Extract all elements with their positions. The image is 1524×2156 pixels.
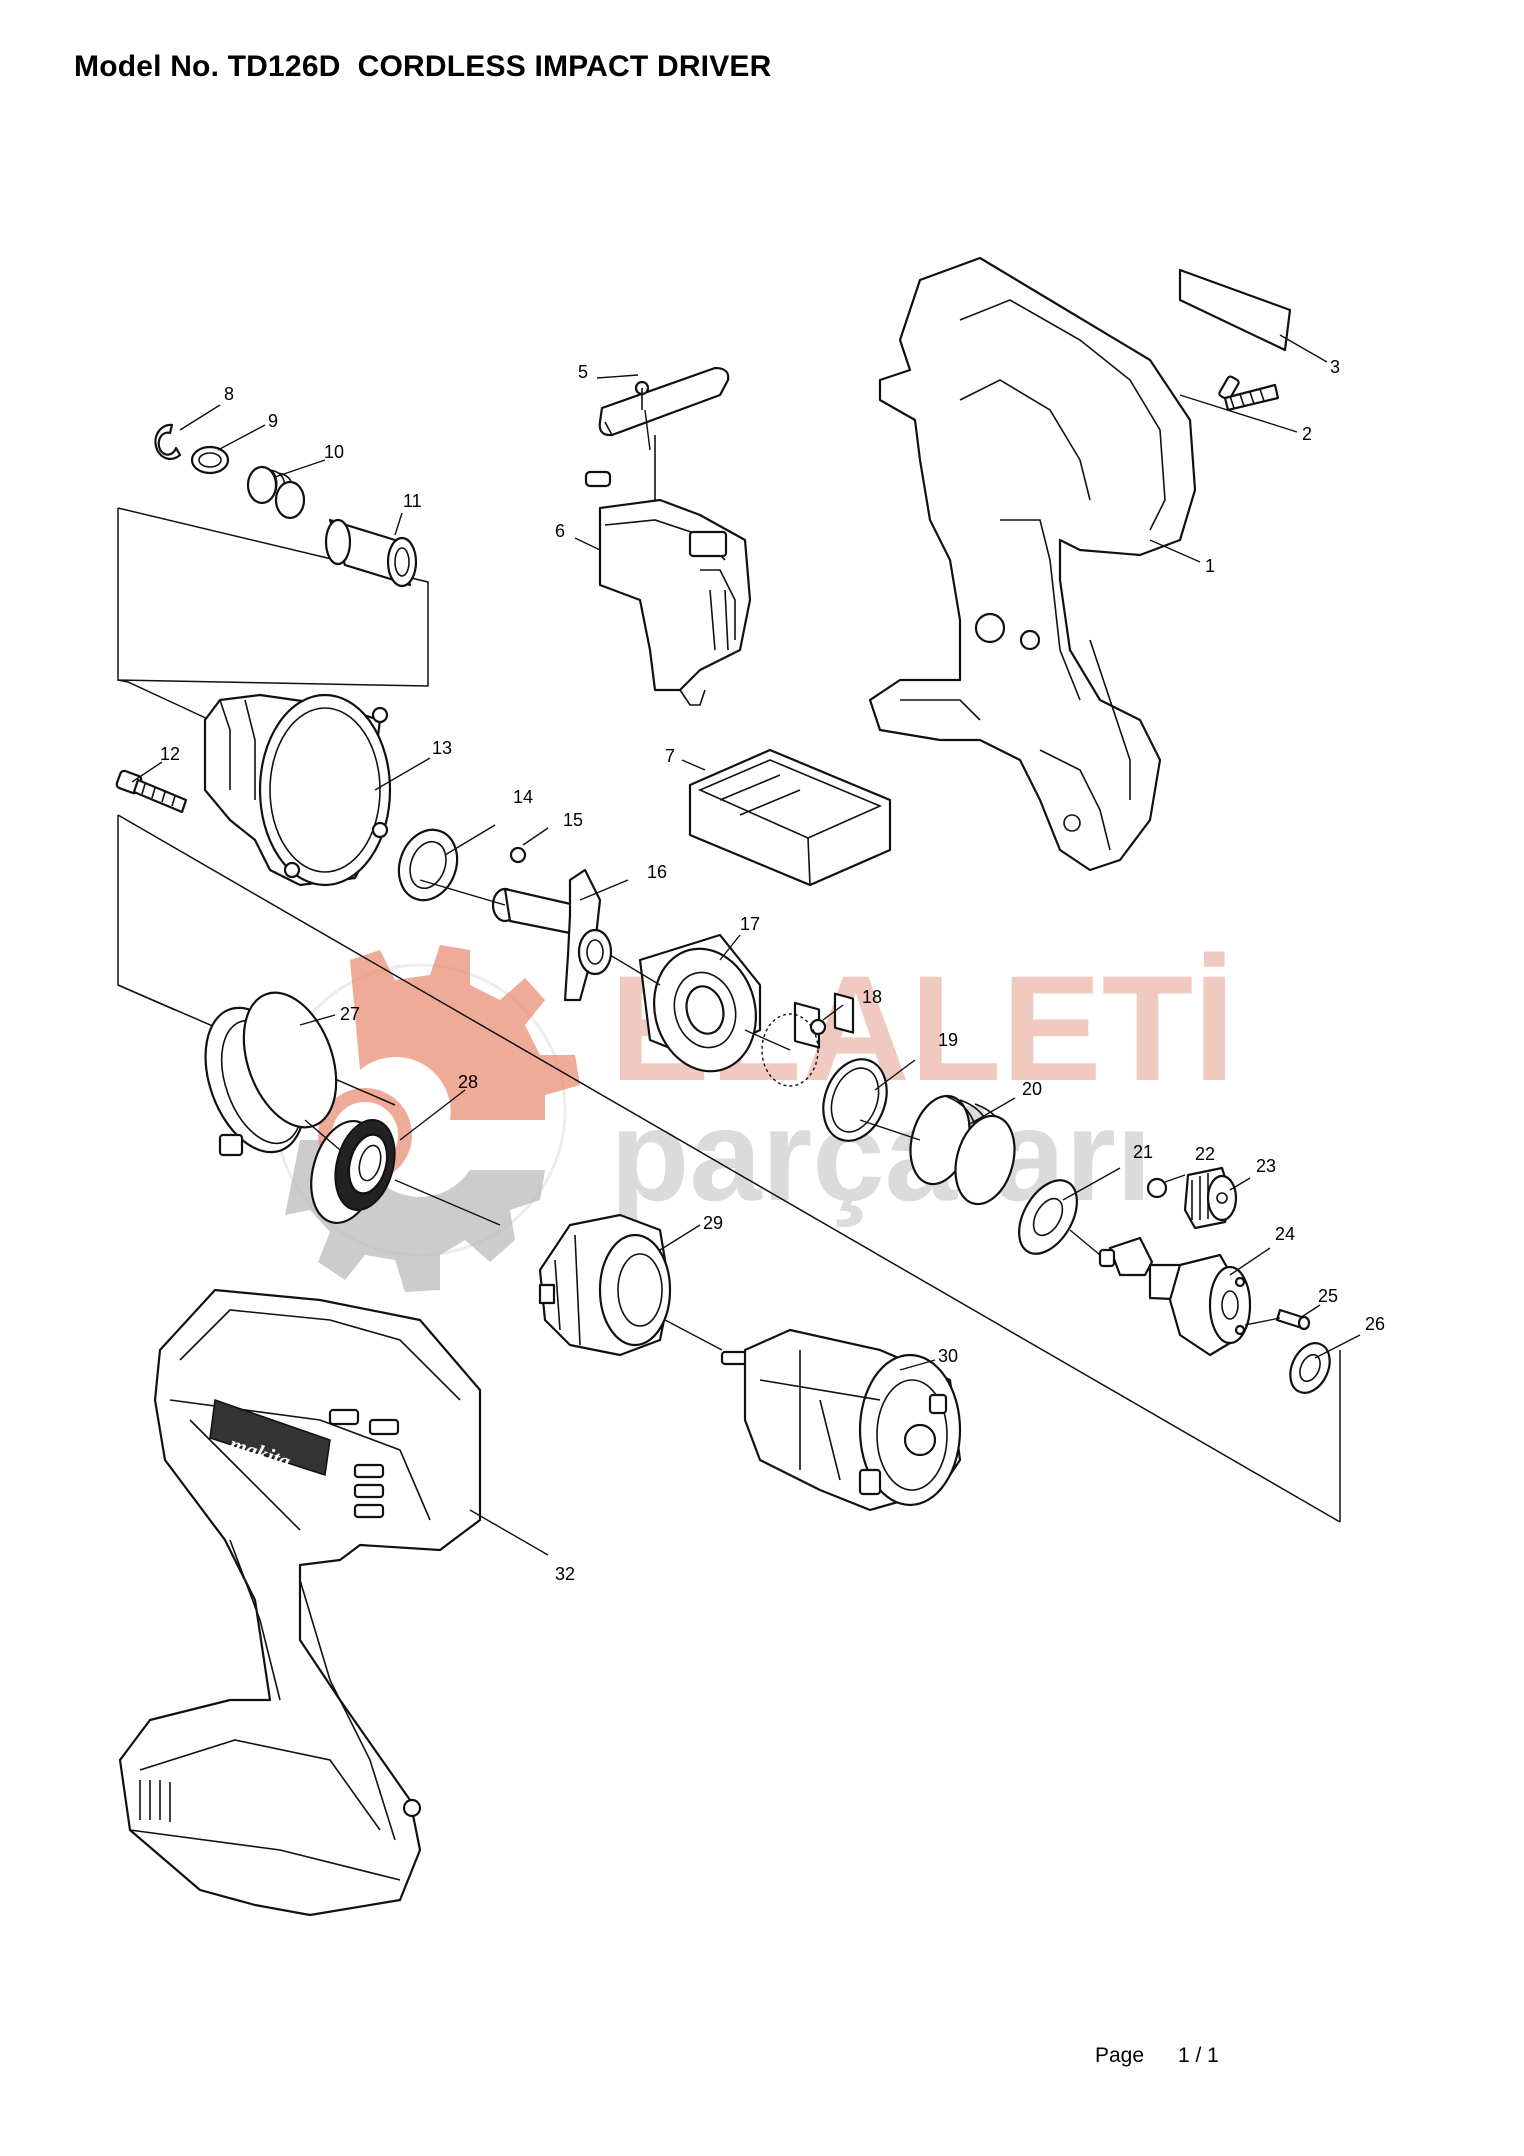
callout-32: 32 (555, 1564, 575, 1584)
part-20-compression-spring (909, 1094, 1016, 1206)
part-32-housing-set: makita (118, 1288, 482, 1917)
callout-23: 23 (1256, 1156, 1276, 1176)
callout-29: 29 (703, 1213, 723, 1233)
callout-16: 16 (647, 862, 667, 882)
callout-26: 26 (1365, 1314, 1385, 1334)
callout-3: 3 (1330, 357, 1340, 377)
part-10-spring (246, 465, 306, 520)
callout-6: 6 (555, 521, 565, 541)
part-19-flat-washer (822, 1058, 888, 1142)
part-8-retaining-ring (154, 423, 182, 460)
callout-28: 28 (458, 1072, 478, 1092)
callout-12: 12 (160, 744, 180, 764)
part-17-hammer (638, 933, 762, 1073)
leader-lines (131, 334, 1361, 1556)
part-2-screw (1218, 375, 1280, 412)
part-15-steel-ball (509, 846, 527, 864)
part-12-screw (115, 769, 188, 814)
callout-24: 24 (1275, 1224, 1295, 1244)
part-28-ball-bearing (310, 1118, 396, 1225)
part-13-hammer-case (203, 693, 392, 887)
part-7-battery-terminal (688, 748, 892, 1049)
part-6-switch (584, 435, 752, 706)
callout-17: 17 (740, 914, 760, 934)
callout-27: 27 (340, 1004, 360, 1024)
callout-1: 1 (1205, 556, 1215, 576)
watermark: ELALETİ parçaları (273, 944, 1235, 1292)
callout-numbers: 1 2 3 5 6 7 8 9 10 11 12 13 14 15 16 17 … (160, 357, 1385, 1584)
callout-11: 11 (403, 491, 422, 511)
part-22-steel-ball (1146, 1177, 1168, 1199)
callout-19: 19 (938, 1030, 958, 1050)
part-1-housing-half (868, 256, 1197, 872)
part-29-gear-housing (538, 1213, 672, 1357)
callout-30: 30 (938, 1346, 958, 1366)
part-27-ring-gear (204, 991, 338, 1157)
callout-5: 5 (578, 362, 588, 382)
part-21-washer (1018, 1179, 1078, 1255)
callout-10: 10 (324, 442, 344, 462)
callout-15: 15 (563, 810, 583, 830)
part-24-spindle (1098, 1236, 1252, 1357)
callout-20: 20 (1022, 1079, 1042, 1099)
part-18-steel-ball (761, 1013, 827, 1087)
part-9-washer (190, 445, 230, 475)
part-11-sleeve (324, 518, 418, 588)
callout-21: 21 (1133, 1142, 1153, 1162)
part-14-flat-washer (397, 828, 459, 902)
callout-9: 9 (268, 411, 278, 431)
page-label: Page (1095, 2044, 1145, 2067)
part-26-washer (1289, 1342, 1331, 1394)
part-23-planetary-gear (1183, 1166, 1238, 1230)
callout-22: 22 (1195, 1144, 1215, 1164)
callout-13: 13 (432, 738, 452, 758)
callout-8: 8 (224, 384, 234, 404)
document-title: Model No. TD126D CORDLESS IMPACT DRIVER (74, 50, 772, 83)
callout-25: 25 (1318, 1286, 1338, 1306)
callout-18: 18 (862, 987, 882, 1007)
part-25-pin (1275, 1308, 1311, 1331)
part-3-name-plate (1178, 268, 1292, 352)
part-30-dc-motor (720, 1328, 962, 1512)
part-16-anvil (491, 868, 613, 1002)
part-5-switch-lever (598, 366, 730, 437)
page-number: 1 / 1 (1178, 2044, 1219, 2067)
callout-2: 2 (1302, 424, 1312, 444)
callout-7: 7 (665, 746, 675, 766)
callout-14: 14 (513, 787, 533, 807)
